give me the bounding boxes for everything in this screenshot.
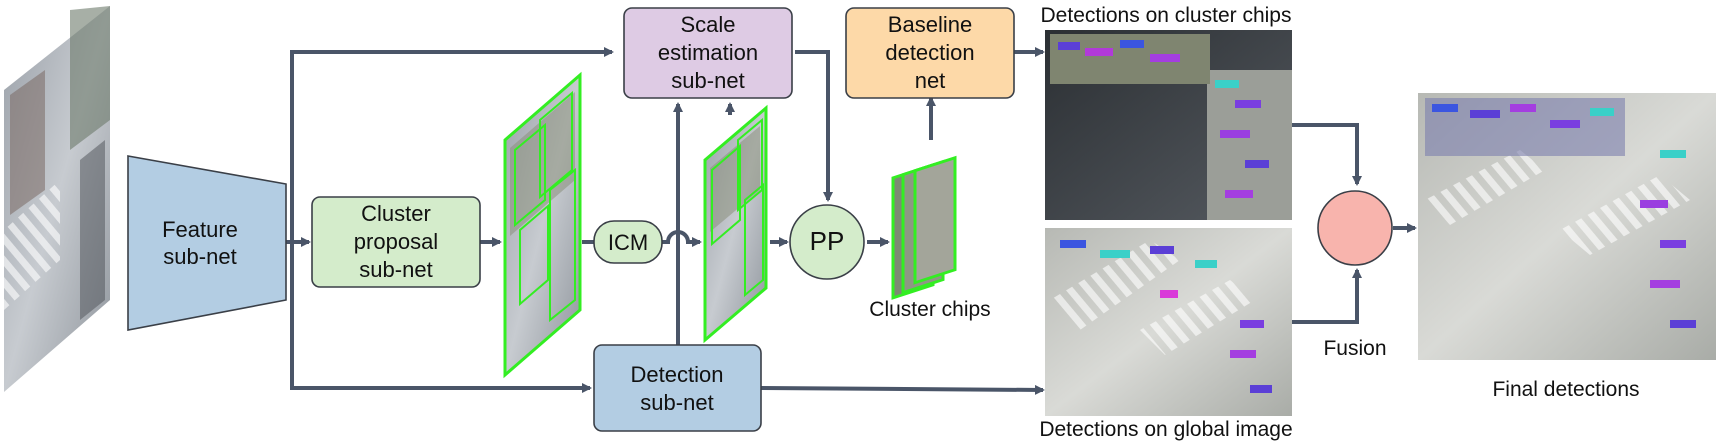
detection-subnet-node: Detection sub-net bbox=[593, 344, 762, 432]
cluster-chips-label: Cluster chips bbox=[869, 298, 990, 321]
feature-subnet-node: Feature sub-net bbox=[127, 155, 287, 331]
edge-detection-to-global bbox=[760, 384, 1045, 395]
baseline-label-2: detection bbox=[885, 40, 974, 65]
baseline-label-3: net bbox=[915, 68, 946, 93]
final-detections-image: Final detections bbox=[1418, 93, 1716, 401]
feature-subnet-label-2: sub-net bbox=[163, 244, 236, 269]
baseline-label-1: Baseline bbox=[888, 12, 972, 37]
edge-detimg-to-fusion bbox=[1292, 123, 1362, 186]
detection-label-1: Detection bbox=[631, 362, 724, 387]
edge-feature-to-detection bbox=[290, 242, 592, 393]
feature-subnet-label-1: Feature bbox=[162, 217, 238, 242]
fusion-node: Fusion bbox=[1317, 190, 1393, 360]
refined-cluster-image bbox=[703, 104, 768, 344]
cluster-proposal-label-2: proposal bbox=[354, 229, 438, 254]
detections-global-label: Detections on global image bbox=[1039, 418, 1292, 441]
cluster-proposal-label-3: sub-net bbox=[359, 257, 432, 282]
cluster-chips-stack: Cluster chips bbox=[869, 155, 991, 321]
detections-global-image: Detections on global image bbox=[1039, 228, 1293, 441]
scale-estimation-label-3: sub-net bbox=[671, 68, 744, 93]
edge-global-to-fusion bbox=[1292, 268, 1362, 324]
baseline-detection-node: Baseline detection net bbox=[845, 7, 1015, 99]
cluster-proposal-image bbox=[503, 71, 582, 379]
connectors bbox=[286, 47, 1417, 395]
icm-node: ICM bbox=[593, 220, 663, 264]
edge-icm-to-chips2 bbox=[662, 230, 702, 247]
detections-cluster-chips-image: Detections on cluster chips bbox=[1041, 4, 1292, 220]
final-detections-label: Final detections bbox=[1492, 378, 1639, 401]
detections-cluster-chips-label: Detections on cluster chips bbox=[1041, 4, 1292, 27]
scale-estimation-node: Scale estimation sub-net bbox=[623, 7, 793, 99]
pp-node: PP bbox=[789, 204, 865, 280]
scale-estimation-label-2: estimation bbox=[658, 40, 758, 65]
pp-label: PP bbox=[810, 226, 845, 256]
scale-estimation-label-1: Scale bbox=[680, 12, 735, 37]
icm-label: ICM bbox=[608, 230, 648, 255]
fusion-label: Fusion bbox=[1323, 337, 1386, 360]
input-image bbox=[4, 6, 110, 392]
edge-scale-to-pp bbox=[795, 50, 833, 202]
cluster-proposal-label-1: Cluster bbox=[361, 201, 431, 226]
cluster-proposal-node: Cluster proposal sub-net bbox=[311, 196, 481, 288]
detection-label-2: sub-net bbox=[640, 390, 713, 415]
